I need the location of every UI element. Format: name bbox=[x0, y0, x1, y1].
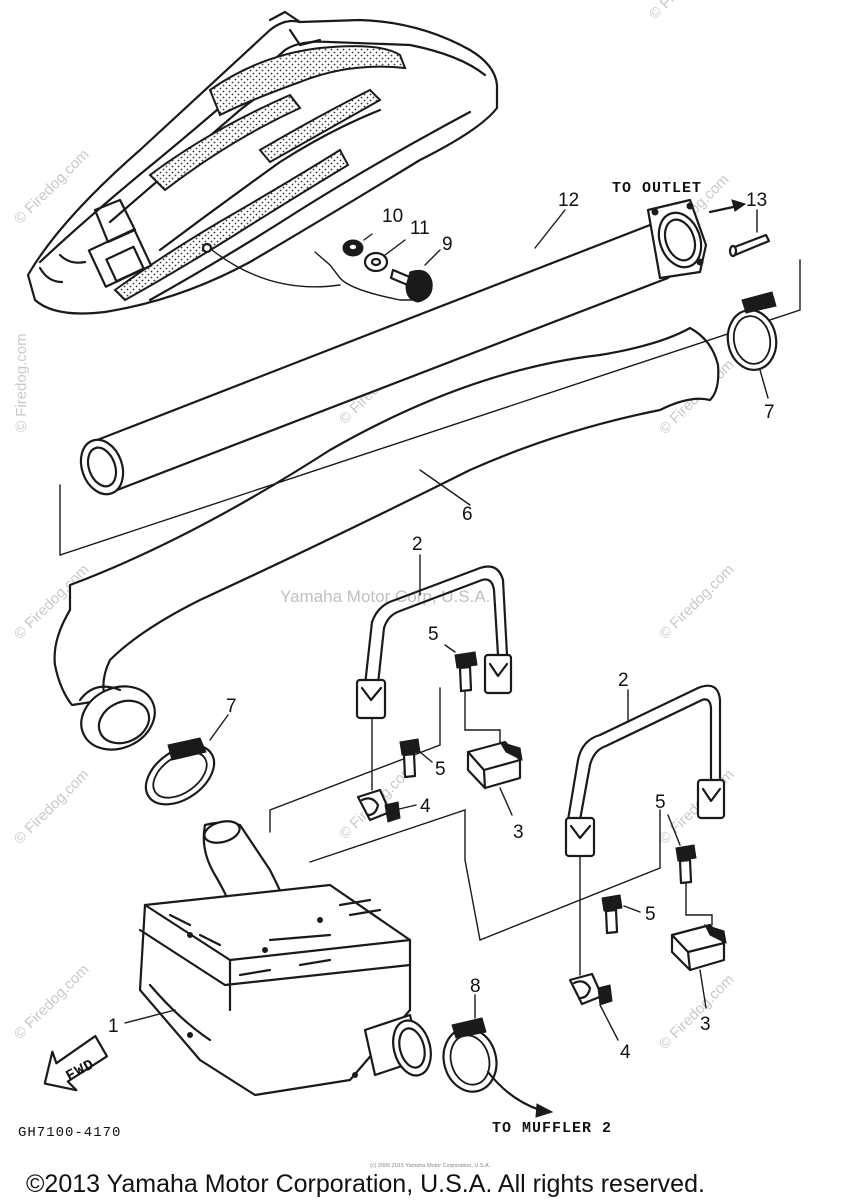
callout-9: 9 bbox=[442, 234, 453, 255]
watermark-site: © Firedog.com bbox=[11, 766, 93, 848]
leader-line bbox=[623, 905, 641, 913]
leader-line bbox=[419, 469, 471, 506]
leader-line bbox=[419, 751, 433, 763]
callout-7: 7 bbox=[764, 402, 775, 423]
callout-2: 2 bbox=[412, 534, 423, 555]
to-muffler-label: TO MUFFLER 2 bbox=[492, 1120, 612, 1137]
muffler-arrowhead bbox=[535, 1103, 554, 1118]
part-9-bolt bbox=[389, 268, 433, 303]
part-2-strap bbox=[564, 684, 726, 858]
callout-5: 5 bbox=[428, 624, 439, 645]
callout-3: 3 bbox=[513, 822, 524, 843]
leader-line bbox=[394, 804, 417, 811]
callout-5: 5 bbox=[645, 904, 656, 925]
callout-7: 7 bbox=[226, 696, 237, 717]
callout-5: 5 bbox=[435, 759, 446, 780]
leader-line bbox=[444, 644, 456, 653]
leader-line bbox=[363, 233, 373, 241]
part-3-strap-block bbox=[466, 740, 523, 790]
part-8-hose-clamp bbox=[442, 1017, 498, 1093]
to-outlet-label: TO OUTLET bbox=[612, 180, 702, 197]
leader-line bbox=[759, 369, 769, 399]
outlet-arrowhead bbox=[731, 199, 747, 212]
bracket-line bbox=[269, 687, 441, 833]
callout-6: 6 bbox=[462, 504, 473, 525]
part-code-label: GH7100-4170 bbox=[18, 1125, 121, 1141]
part-2-strap bbox=[355, 565, 513, 720]
callout-12: 12 bbox=[558, 190, 579, 211]
watermark-site: © Firedog.com bbox=[656, 971, 738, 1053]
part-5-bolt bbox=[399, 738, 421, 779]
callout-5: 5 bbox=[655, 792, 666, 813]
leader-line bbox=[384, 239, 406, 256]
leader-line bbox=[424, 249, 441, 266]
callout-4: 4 bbox=[420, 796, 431, 817]
callout-1: 1 bbox=[108, 1016, 119, 1037]
leader-line bbox=[499, 787, 513, 816]
callout-8: 8 bbox=[470, 976, 481, 997]
watermark-site: © Firedog.com bbox=[13, 333, 30, 432]
callout-13: 13 bbox=[746, 190, 767, 211]
assembly-line bbox=[464, 691, 501, 743]
callout-11: 11 bbox=[410, 218, 430, 239]
watermark-site: © Firedog.com bbox=[656, 561, 738, 643]
assembly-line bbox=[685, 882, 713, 926]
bracket-line bbox=[309, 809, 661, 941]
part-5-bolt bbox=[454, 651, 478, 693]
leader-line bbox=[699, 969, 707, 1009]
watercraft-hull-illustration bbox=[26, 10, 499, 315]
leader-line bbox=[211, 249, 341, 288]
copyright-footer: ©2013 Yamaha Motor Corporation, U.S.A. A… bbox=[26, 1170, 705, 1198]
part-7-hose-clamp bbox=[726, 291, 778, 371]
part-11-washer bbox=[363, 251, 389, 273]
part-12-outlet-pipe bbox=[79, 198, 708, 496]
part-3-strap-block bbox=[670, 923, 727, 972]
part-6-bracket-line bbox=[59, 259, 801, 556]
fwd-arrow: FWD bbox=[43, 1034, 109, 1092]
part-10-nut bbox=[342, 239, 364, 257]
part-4-clip bbox=[568, 972, 613, 1006]
callout-10: 10 bbox=[382, 206, 403, 227]
callout-2: 2 bbox=[618, 670, 629, 691]
part-13-pin bbox=[728, 233, 771, 258]
watermark-site: © Firedog.com bbox=[11, 961, 93, 1043]
leader-line bbox=[314, 251, 421, 301]
leader-line bbox=[534, 209, 566, 249]
watermark-center: Yamaha Motor Corp, U.S.A. bbox=[280, 587, 490, 606]
leader-line bbox=[124, 1009, 176, 1024]
watermark-site: © Firedog.com bbox=[656, 766, 738, 848]
leader-line bbox=[209, 714, 229, 741]
part-6-exhaust-hose bbox=[53, 326, 720, 751]
outlet-arrow bbox=[708, 204, 740, 214]
watermark-site: © Firedog.com bbox=[646, 0, 728, 23]
part-7-hose-clamp bbox=[144, 737, 216, 806]
callout-4: 4 bbox=[620, 1042, 631, 1063]
part-5-bolt bbox=[675, 844, 697, 885]
callout-3: 3 bbox=[700, 1014, 711, 1035]
part-5-bolt bbox=[601, 894, 623, 935]
part-4-clip bbox=[356, 788, 401, 823]
part-1-muffler bbox=[138, 820, 432, 1097]
leader-line bbox=[599, 1004, 619, 1041]
muffler-arrow bbox=[486, 1070, 542, 1112]
fine-print: (c) 2006 2015 Yamaha Motor Corporation, … bbox=[370, 1163, 491, 1169]
leader-line bbox=[667, 814, 681, 846]
